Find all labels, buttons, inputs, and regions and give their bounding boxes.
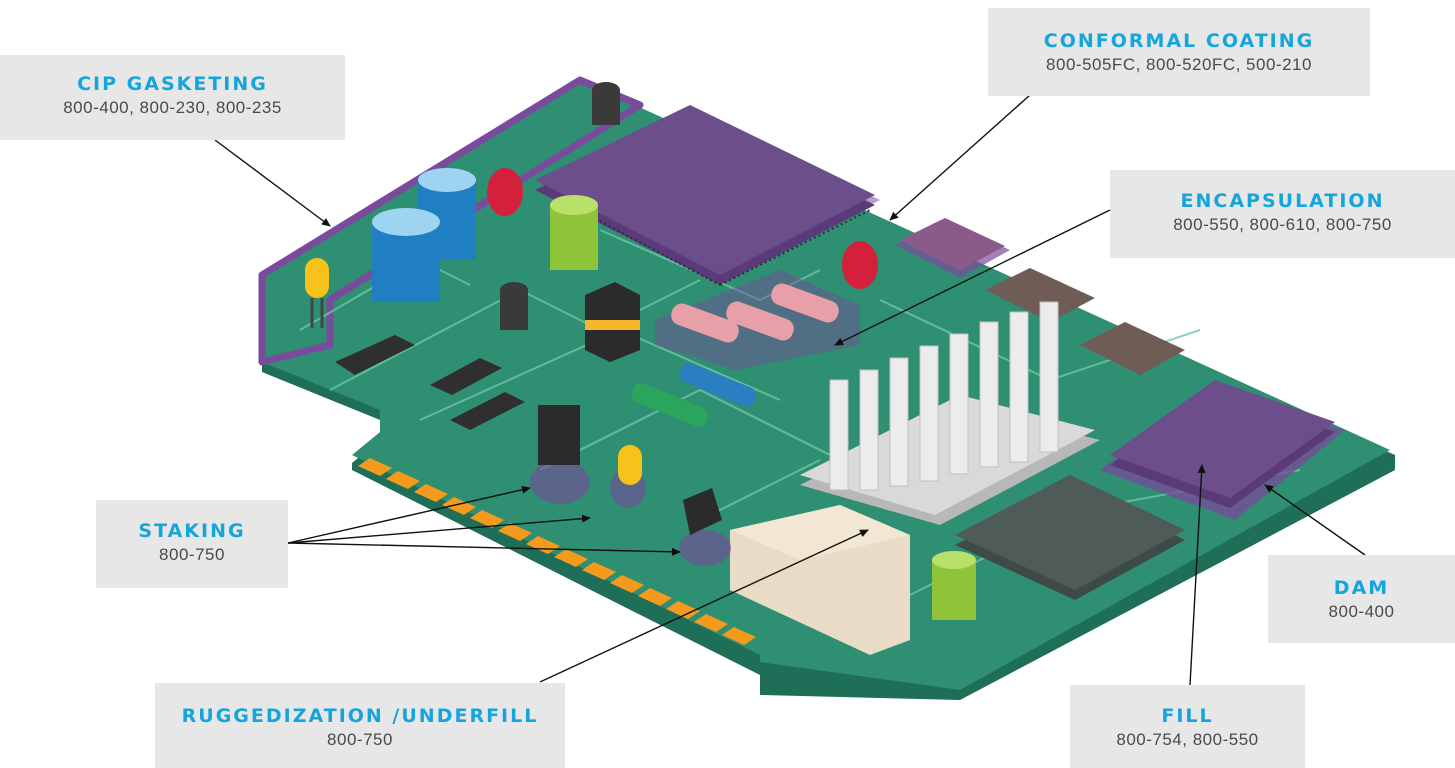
heatsink [800,301,1100,525]
conformal-coating-title: CONFORMAL COATING [1043,30,1315,52]
staked-transistor-1 [530,405,590,504]
staked-transistor-2 [679,488,731,566]
ruggedization-title: RUGGEDIZATION /UNDERFILL [181,705,539,727]
callout-ruggedization: RUGGEDIZATION /UNDERFILL 800-750 [155,683,565,768]
gold-finger-connector [358,458,756,645]
encapsulation-codes: 800-550, 800-610, 800-750 [1173,215,1392,234]
encapsulation-title: ENCAPSULATION [1180,190,1385,212]
led-yellow-1 [305,258,329,328]
resistor-blue [679,363,757,407]
callout-fill: FILL 800-754, 800-550 [1070,685,1305,768]
callout-conformal-coating: CONFORMAL COATING 800-505FC, 800-520FC, … [988,8,1370,96]
capacitor-green-1 [550,195,598,270]
arrow-cip-gasketing [214,139,331,227]
ruggedization-codes: 800-750 [327,730,393,749]
capacitor-green-2 [932,551,976,620]
led-yellow-2 [610,445,646,508]
small-ic-coated [895,218,1010,278]
staking-title: STAKING [138,520,246,542]
encapsulated-resistors [655,270,860,370]
small-chip-3 [450,392,525,430]
arrow-encapsulation [834,209,1111,346]
small-chip-2 [430,358,502,395]
ceramic-capacitor-red-1 [487,168,523,216]
callout-encapsulation: ENCAPSULATION 800-550, 800-610, 800-750 [1110,170,1455,258]
callout-dam: DAM 800-400 [1268,555,1455,643]
fill-codes: 800-754, 800-550 [1116,730,1259,749]
staking-codes: 800-750 [159,545,225,564]
arrow-conformal-coating [889,94,1031,221]
small-ic-brown-1 [985,268,1095,322]
conformal-coating-codes: 800-505FC, 800-520FC, 500-210 [1046,55,1312,74]
small-chip-1 [335,335,415,375]
callout-arrows [214,94,1366,686]
arrow-staking-2 [287,514,591,544]
dam-title: DAM [1333,577,1390,599]
transistor-top [592,82,620,125]
resistor-green [631,383,709,427]
callout-staking: STAKING 800-750 [96,500,288,588]
transistor-mid [500,282,528,330]
connector-header [730,505,910,655]
small-ic-brown-2 [1080,322,1185,375]
cip-gasketing-title: CIP GASKETING [77,73,268,95]
arrow-staking-1 [287,485,531,544]
cip-gasket-edge [258,76,644,366]
capacitor-blue-2 [372,208,440,302]
bottom-ic [955,475,1185,600]
ceramic-capacitor-red-2 [842,241,878,289]
main-ic-chip [535,105,880,286]
dam-codes: 800-400 [1328,602,1395,621]
right-ic-dam [1100,380,1345,520]
arrow-fill [1189,464,1206,686]
cip-gasketing-codes: 800-400, 800-230, 800-235 [63,98,282,117]
callout-cip-gasketing: CIP GASKETING 800-400, 800-230, 800-235 [0,55,345,140]
arrow-dam [1264,484,1366,556]
black-relay [585,282,640,362]
fill-title: FILL [1161,705,1214,727]
arrow-staking-3 [287,542,681,556]
arrow-ruggedization [539,529,869,683]
